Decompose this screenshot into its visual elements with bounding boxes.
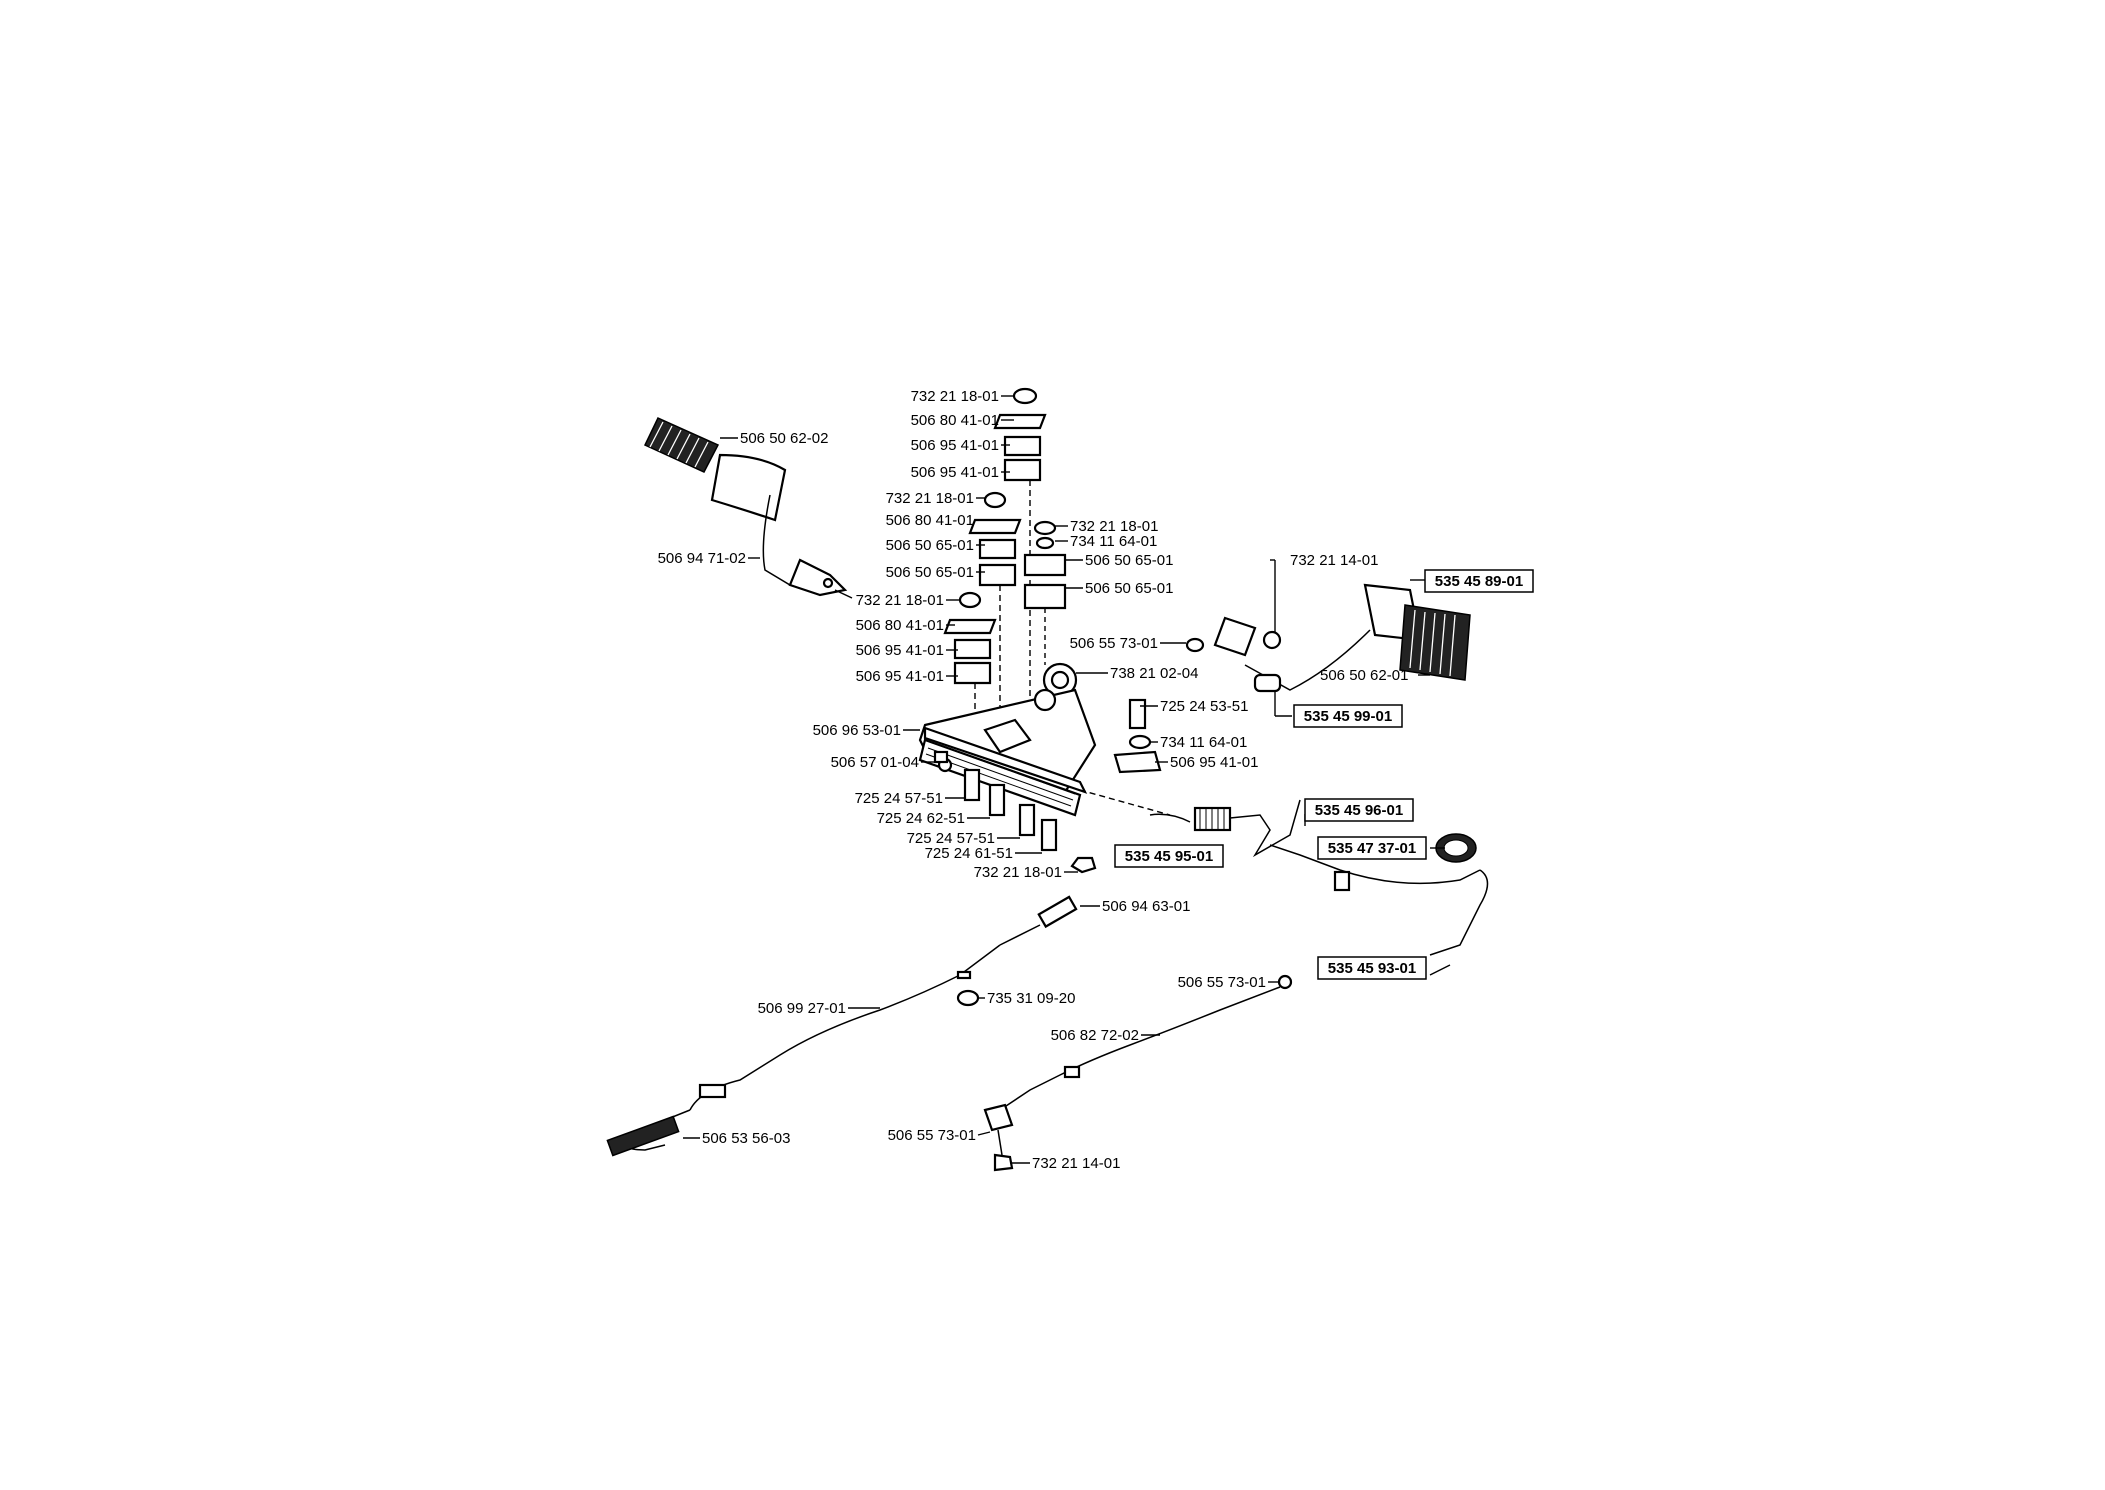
part-label-highlighted: 535 47 37-01 <box>1328 840 1416 857</box>
part-label: 734 11 64-01 <box>1160 734 1247 751</box>
left-pedal-pad-drawing <box>643 417 853 599</box>
part-label-highlighted: 535 45 95-01 <box>1125 848 1213 865</box>
part-label: 725 24 61-51 <box>925 845 1013 862</box>
part-label: 732 21 18-01 <box>886 490 974 507</box>
plate-bolts-drawing <box>933 750 1097 874</box>
part-label: 506 55 73-01 <box>1070 635 1158 652</box>
part-label: 506 50 65-01 <box>1085 580 1173 597</box>
part-label-highlighted: 535 45 89-01 <box>1435 573 1523 590</box>
part-label: 506 55 73-01 <box>1178 974 1266 991</box>
part-label: 506 95 41-01 <box>911 437 999 454</box>
highlight-box <box>1304 798 1414 822</box>
part-label: 732 21 18-01 <box>1070 518 1158 535</box>
part-label: 506 53 56-03 <box>702 1130 790 1147</box>
upper-left-stack-drawing <box>943 387 1047 745</box>
part-label: 506 57 01-04 <box>831 754 919 771</box>
part-label: 725 24 57-51 <box>855 790 943 807</box>
part-label: 506 95 41-01 <box>856 668 944 685</box>
part-label: 506 80 41-01 <box>911 412 999 429</box>
part-label: 506 50 65-01 <box>886 564 974 581</box>
part-label: 735 31 09-20 <box>987 990 1075 1007</box>
part-label: 506 80 41-01 <box>856 617 944 634</box>
part-label: 725 24 53-51 <box>1160 698 1248 715</box>
highlight-box <box>1114 844 1224 868</box>
part-label-highlighted: 535 45 96-01 <box>1315 802 1403 819</box>
part-label: 506 94 71-02 <box>658 550 746 567</box>
highlight-box <box>1293 704 1403 728</box>
part-label: 506 55 73-01 <box>888 1127 976 1144</box>
highlight-box <box>1317 956 1427 980</box>
part-label: 506 99 27-01 <box>758 1000 846 1017</box>
part-label: 732 21 14-01 <box>1032 1155 1120 1172</box>
lower-right-assembly-drawing <box>1149 799 1489 956</box>
part-label-highlighted: 535 45 93-01 <box>1328 960 1416 977</box>
base-plate-drawing <box>918 688 1171 817</box>
part-label: 506 50 65-01 <box>1085 552 1173 569</box>
part-label: 506 96 53-01 <box>813 722 901 739</box>
left-cable-drawing <box>606 895 1078 1157</box>
part-labels: 732 21 18-01 506 80 41-01 506 95 41-01 5… <box>658 388 1534 1172</box>
part-label: 506 50 65-01 <box>886 537 974 554</box>
part-label: 506 82 72-02 <box>1051 1027 1139 1044</box>
part-label: 732 21 18-01 <box>856 592 944 609</box>
part-label: 732 21 18-01 <box>974 864 1062 881</box>
part-label: 506 50 62-01 <box>1320 667 1408 684</box>
part-label: 506 80 41-01 <box>886 512 974 529</box>
highlight-box <box>1424 569 1534 593</box>
part-label: 732 21 14-01 <box>1290 552 1378 569</box>
leader-lines <box>683 395 1451 1164</box>
highlight-box <box>1317 836 1427 860</box>
right-pedal-drawing <box>1185 583 1471 693</box>
part-label: 506 94 63-01 <box>1102 898 1190 915</box>
right-cable-drawing <box>983 974 1293 1172</box>
part-label: 734 11 64-01 <box>1070 533 1157 550</box>
part-label-highlighted: 535 45 99-01 <box>1304 708 1392 725</box>
part-label: 725 24 62-51 <box>877 810 965 827</box>
part-label: 738 21 02-04 <box>1110 665 1198 682</box>
part-label: 725 24 57-51 <box>907 830 995 847</box>
parts-artwork <box>606 387 1489 1172</box>
part-label: 506 95 41-01 <box>856 642 944 659</box>
part-label: 506 95 41-01 <box>1170 754 1258 771</box>
part-label: 506 50 62-02 <box>740 430 828 447</box>
right-block-drawing <box>1113 698 1162 774</box>
part-label: 732 21 18-01 <box>911 388 999 405</box>
part-label: 506 95 41-01 <box>911 464 999 481</box>
upper-middle-stack-drawing <box>1023 520 1078 698</box>
